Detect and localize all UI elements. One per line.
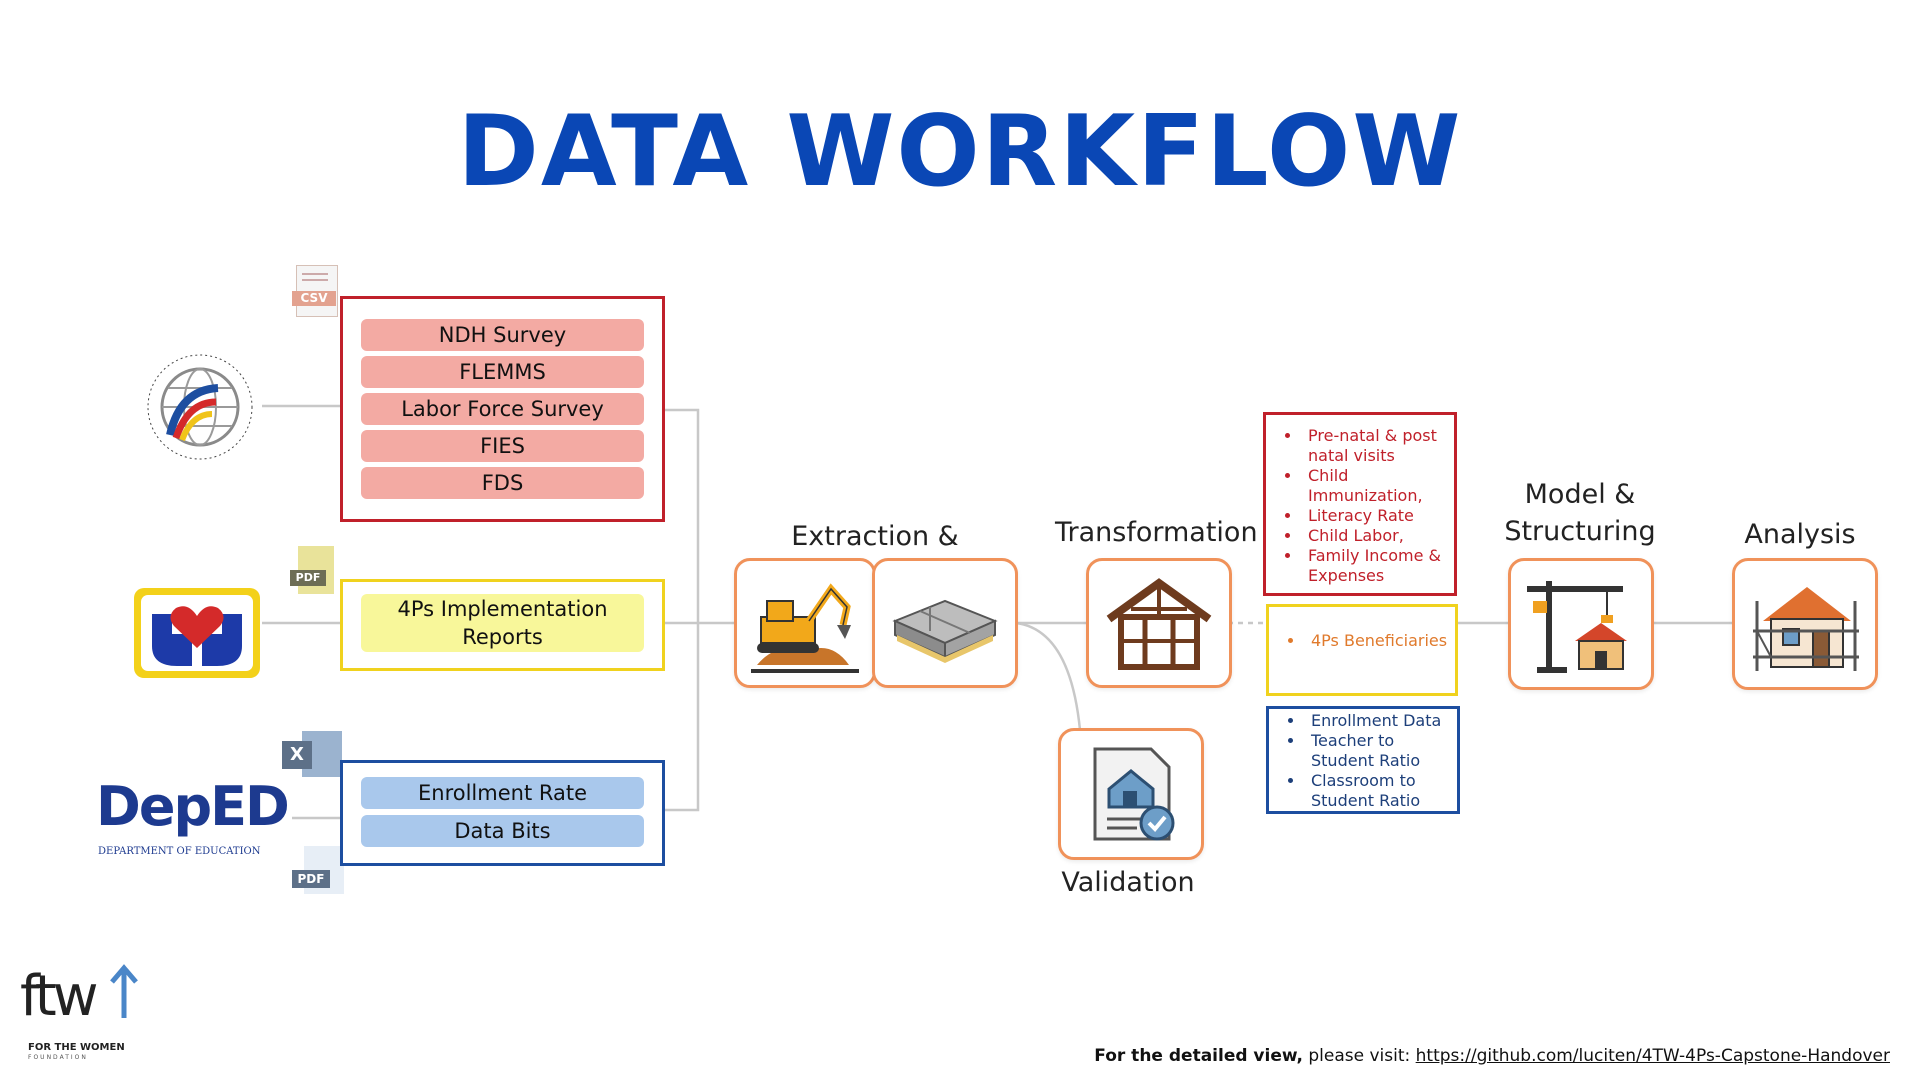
- stage-label-model-structuring: Model & Structuring: [1480, 476, 1680, 550]
- stage-transformation: [1086, 558, 1232, 688]
- deped-logo: DepED DEPARTMENT OF EDUCATION: [96, 778, 296, 862]
- ftw-tagline: FOR THE WOMEN: [28, 1042, 125, 1053]
- ftw-logo-text: ftw: [20, 962, 95, 1032]
- note-psa-indicators: Pre-natal & post natal visits Child Immu…: [1263, 412, 1457, 596]
- pdf-badge-label: PDF: [292, 870, 330, 888]
- stage-model-structuring: [1508, 558, 1654, 690]
- note-dswd-indicators: 4Ps Beneficiaries: [1266, 604, 1458, 696]
- source-item-fies: FIES: [361, 430, 644, 462]
- house-frame-icon: [1089, 561, 1229, 685]
- note-item: 4Ps Beneficiaries: [1305, 631, 1455, 651]
- note-item: Child Immunization,: [1302, 466, 1454, 506]
- pdf-badge-label: PDF: [290, 570, 326, 586]
- stage-loading: [872, 558, 1018, 688]
- stage-label-transformation: Transformation: [1055, 514, 1255, 551]
- dswd-logo: [132, 586, 262, 680]
- footer-text: please visit:: [1303, 1046, 1416, 1066]
- excel-badge-label: X: [282, 741, 312, 769]
- note-item: Pre-natal & post natal visits: [1302, 426, 1454, 466]
- deped-sources-group: Enrollment Rate Data Bits: [340, 760, 665, 866]
- github-link[interactable]: https://github.com/luciten/4TW-4Ps-Capst…: [1416, 1046, 1890, 1066]
- source-item-ndh-survey: NDH Survey: [361, 319, 644, 351]
- house-scaffold-icon: [1735, 561, 1875, 687]
- source-item-flemms: FLEMMS: [361, 356, 644, 388]
- database-block-icon: [875, 561, 1015, 685]
- stage-extraction: [734, 558, 876, 688]
- psa-logo: [130, 350, 270, 465]
- source-item-4ps-implementation-reports: 4Ps Implementation Reports: [361, 594, 644, 652]
- csv-badge-label: CSV: [292, 291, 336, 306]
- arrow-up-icon: [104, 962, 144, 1022]
- note-item: Enrollment Data: [1305, 711, 1457, 731]
- note-item: Literacy Rate: [1302, 506, 1454, 526]
- deped-logo-text: DepED: [96, 778, 296, 836]
- csv-file-icon: CSV: [292, 265, 338, 317]
- note-item: Classroom to Student Ratio: [1305, 771, 1457, 811]
- stage-label-validation: Validation: [1028, 864, 1228, 901]
- deped-logo-subtext: DEPARTMENT OF EDUCATION: [98, 846, 294, 857]
- pdf-file-icon: PDF: [290, 546, 342, 596]
- note-item: Teacher to Student Ratio: [1305, 731, 1457, 771]
- source-item-labor-force-survey: Labor Force Survey: [361, 393, 644, 425]
- crane-house-icon: [1511, 561, 1651, 687]
- footer-bold: For the detailed view,: [1094, 1046, 1303, 1066]
- note-item: Family Income & Expenses: [1302, 546, 1454, 586]
- excel-file-icon: X: [282, 731, 344, 777]
- psa-sources-group: NDH Survey FLEMMS Labor Force Survey FIE…: [340, 296, 665, 522]
- dswd-sources-group: 4Ps Implementation Reports: [340, 579, 665, 671]
- note-deped-indicators: Enrollment Data Teacher to Student Ratio…: [1266, 706, 1460, 814]
- stage-label-analysis: Analysis: [1720, 516, 1880, 553]
- note-item: Child Labor,: [1302, 526, 1454, 546]
- excavator-icon: [737, 561, 873, 685]
- page-title: DATA WORKFLOW: [0, 95, 1920, 209]
- stage-validation: [1058, 728, 1204, 860]
- source-item-fds: FDS: [361, 467, 644, 499]
- stage-analysis: [1732, 558, 1878, 690]
- source-item-data-bits: Data Bits: [361, 815, 644, 847]
- ftw-logo: ftw FOR THE WOMEN FOUNDATION: [20, 962, 150, 1062]
- ftw-subtag: FOUNDATION: [28, 1054, 88, 1061]
- document-check-icon: [1061, 731, 1201, 857]
- footer-note: For the detailed view, please visit: htt…: [1094, 1046, 1890, 1066]
- source-item-enrollment-rate: Enrollment Rate: [361, 777, 644, 809]
